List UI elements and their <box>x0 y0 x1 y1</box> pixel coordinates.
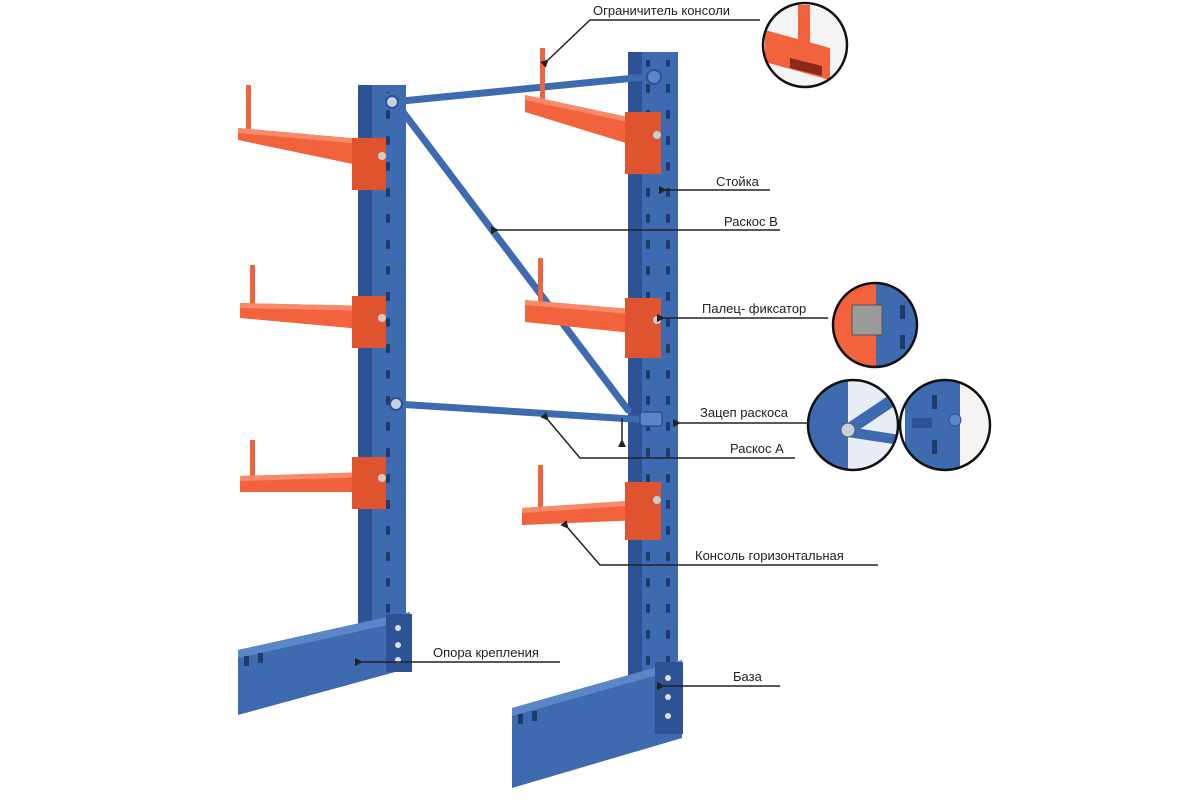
leader-console-limiter <box>540 19 760 68</box>
console-right-middle <box>525 258 661 358</box>
label-horizontal-console: Консоль горизонтальная <box>695 548 844 563</box>
console-left-top <box>238 85 386 190</box>
console-right-top <box>525 48 661 174</box>
leader-brace-a <box>540 412 795 459</box>
detail-brace-hook-2 <box>898 378 992 472</box>
left-base <box>238 612 412 715</box>
brace-a-horizontal <box>389 397 663 427</box>
label-brace-hook: Зацеп раскоса <box>700 405 789 420</box>
label-upright: Стойка <box>716 174 760 189</box>
label-brace-b: Раскос В <box>724 214 778 229</box>
leader-lines <box>355 19 878 690</box>
label-console-limiter: Ограничитель консоли <box>593 3 730 18</box>
label-locking-pin: Палец- фиксатор <box>702 301 806 316</box>
label-base: База <box>733 669 763 684</box>
detail-locking-pin <box>831 281 919 369</box>
console-left-bottom <box>240 440 386 509</box>
label-brace-a: Раскос А <box>730 441 784 456</box>
brace-top <box>385 69 662 109</box>
detail-console-limiter <box>761 1 849 89</box>
right-base <box>512 660 683 788</box>
console-left-middle <box>240 265 386 348</box>
leader-horizontal-console <box>560 520 878 566</box>
console-right-bottom <box>522 465 661 540</box>
brace-b-diagonal <box>396 104 632 414</box>
detail-brace-hook-1 <box>806 378 900 472</box>
label-mounting-support: Опора крепления <box>433 645 539 660</box>
